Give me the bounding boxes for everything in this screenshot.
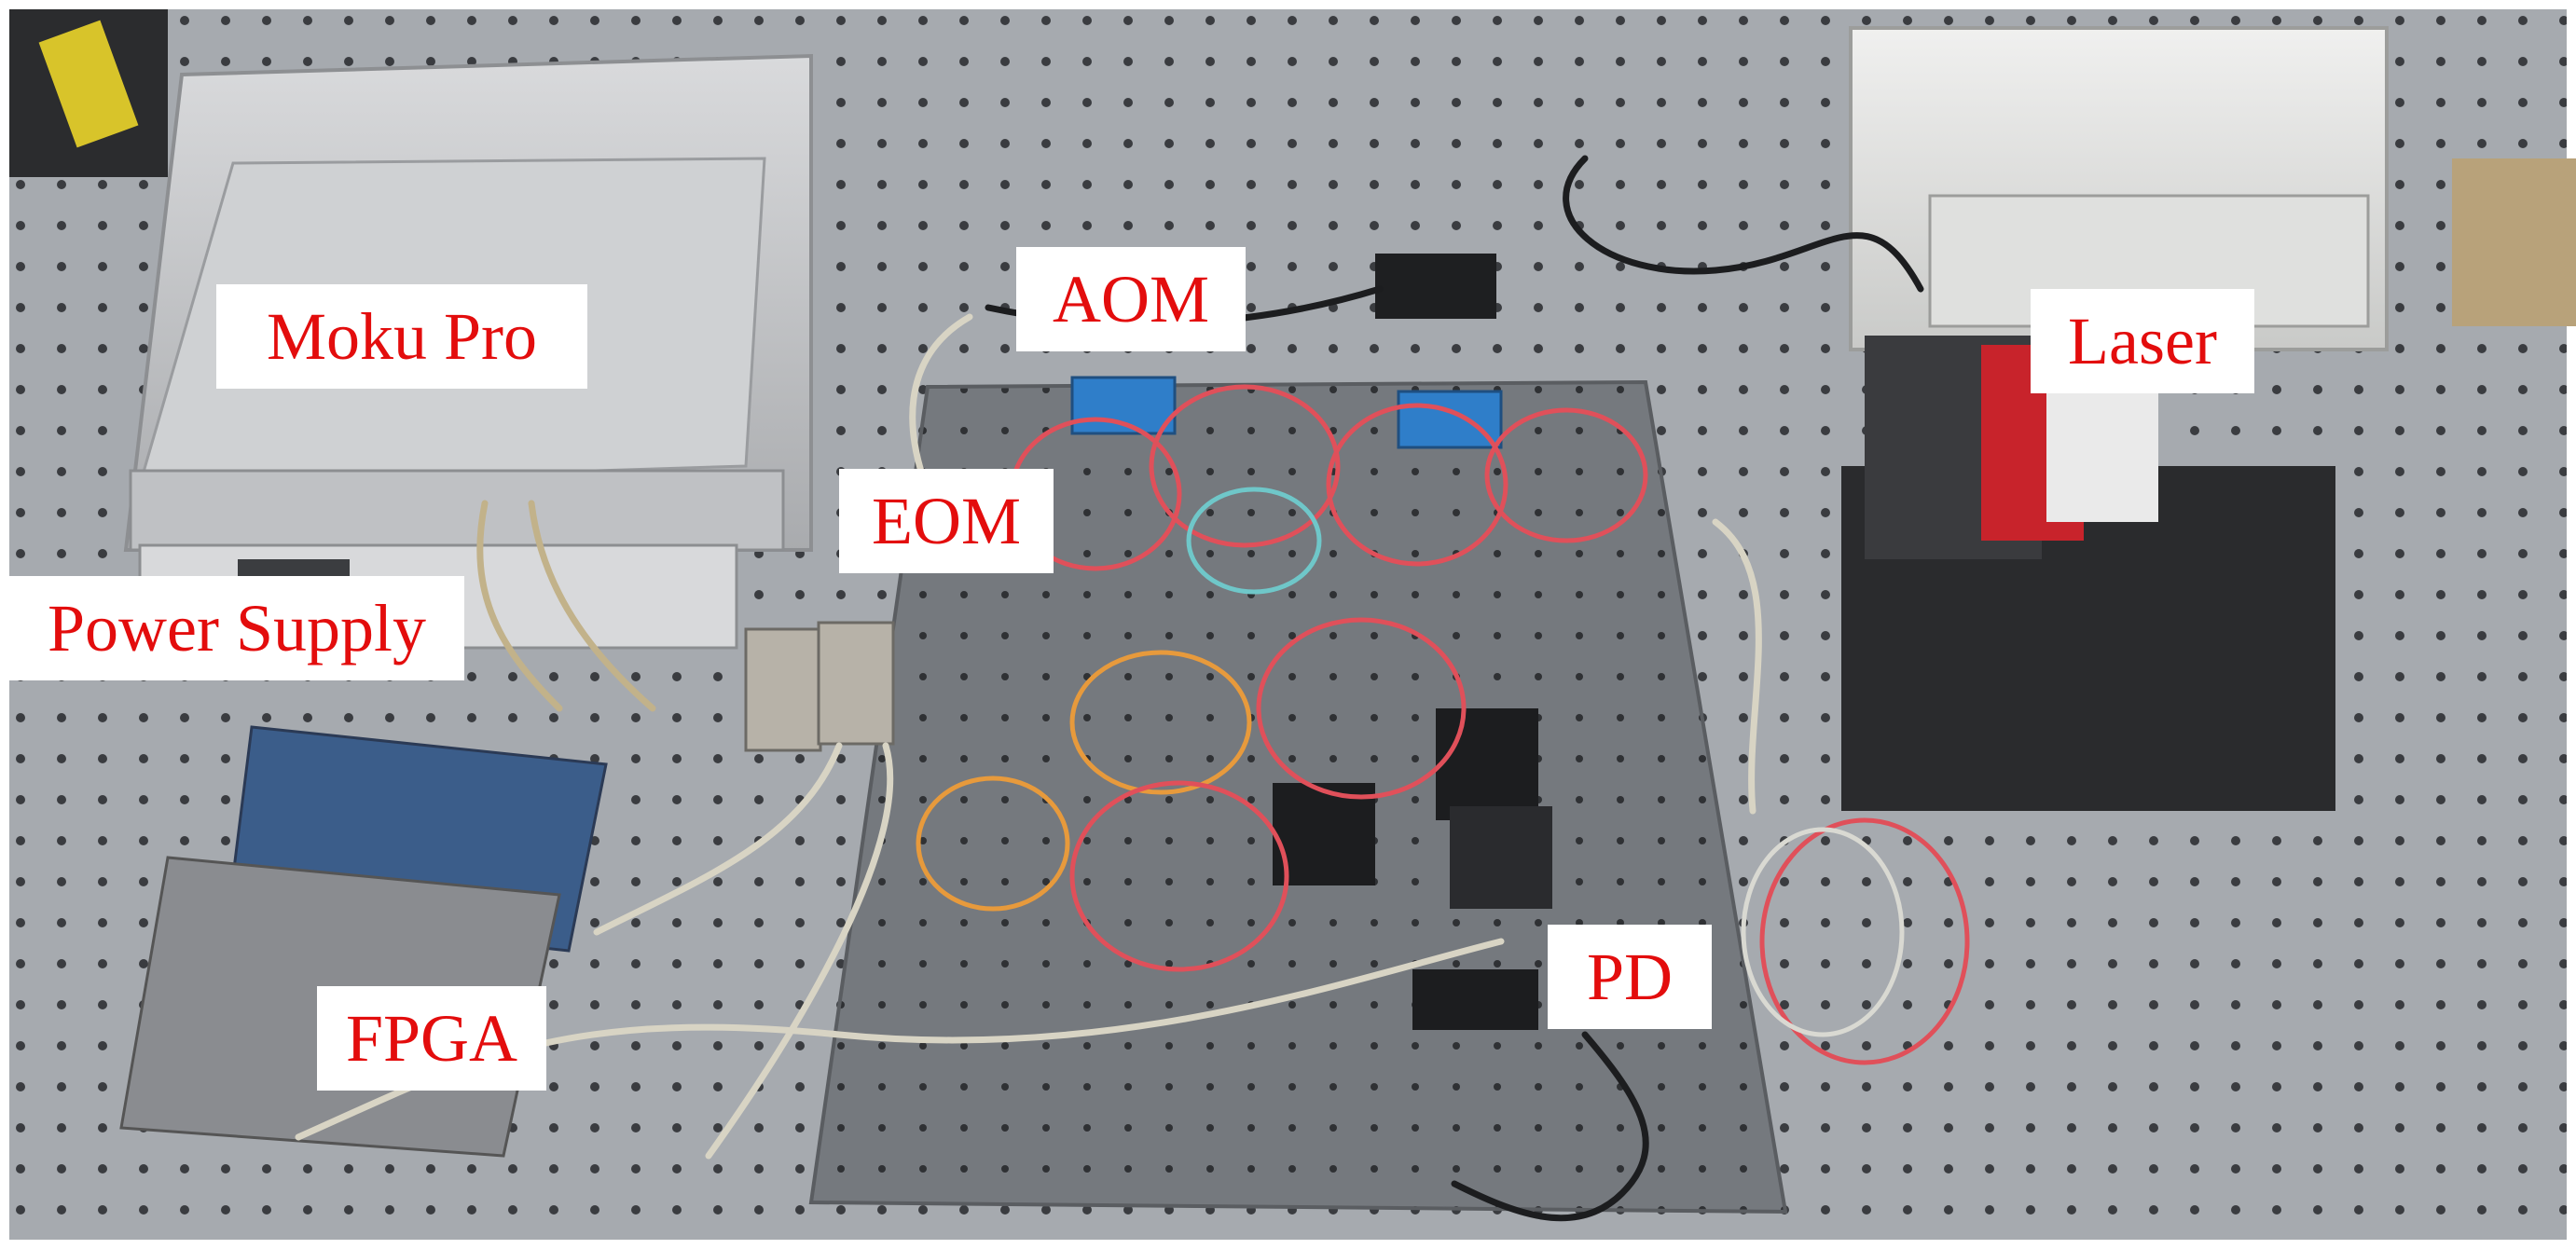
optical-mount-3 (1450, 806, 1552, 909)
label-power-supply: Power Supply (9, 576, 464, 680)
cable (476, 500, 563, 712)
cable (593, 742, 843, 936)
yellow-tape (38, 20, 139, 148)
fiber-loop (1186, 487, 1322, 595)
cable (1563, 155, 1924, 293)
label-aom: AOM (1016, 247, 1246, 351)
fiber-loop (1069, 650, 1252, 795)
optical-mount-2 (1436, 708, 1538, 820)
optical-mount-1 (1273, 783, 1375, 885)
fiber-loop (1484, 407, 1648, 543)
fiber-loop (1069, 780, 1289, 972)
fiber-loop (1759, 817, 1970, 1065)
fiber-loop (1741, 827, 1905, 1037)
fiber-loop (1256, 617, 1467, 800)
label-eom: EOM (839, 469, 1054, 573)
fiber-loop (1326, 403, 1508, 567)
cable (705, 742, 894, 1160)
power-adapter (1375, 254, 1496, 319)
eom-module-1 (744, 627, 822, 752)
eom-module-2 (817, 621, 895, 746)
moku-pro-front-panel (129, 469, 785, 552)
label-laser: Laser (2031, 289, 2254, 393)
cable (1451, 1031, 1649, 1222)
label-fpga: FPGA (317, 986, 546, 1091)
photodetector-mount (1412, 969, 1538, 1030)
cable (528, 500, 656, 712)
fiber-loop (1149, 384, 1341, 548)
aom-2 (1397, 390, 1503, 449)
label-moku-pro: Moku Pro (216, 284, 587, 389)
fiber-loop (916, 775, 1070, 912)
cable (1712, 518, 1762, 815)
background-box (2452, 158, 2576, 326)
label-pd: PD (1548, 925, 1712, 1029)
